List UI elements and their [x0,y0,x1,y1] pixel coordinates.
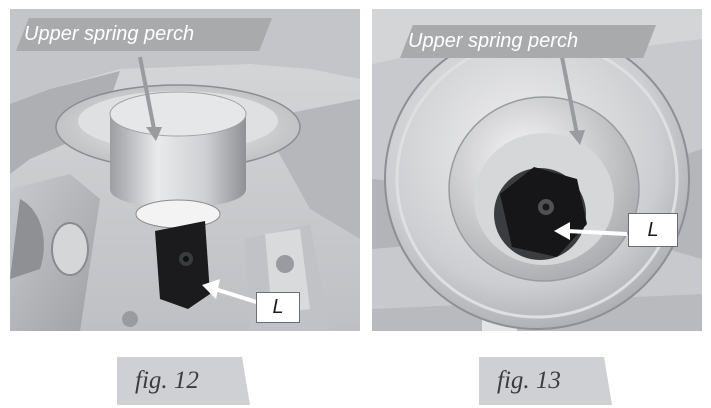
figure-caption-12: fig. 12 [117,357,250,405]
marker-l: L [628,213,678,247]
figure-13-illustration: Upper spring perch L [372,9,702,331]
figure-13-drawing [372,9,702,331]
callout-upper-spring-perch: Upper spring perch [400,25,656,58]
callout-upper-spring-perch: Upper spring perch [16,18,272,51]
figure-12-drawing [10,9,360,331]
figure-caption-13: fig. 13 [479,357,612,405]
figure-12-illustration: Upper spring perch L [10,9,360,331]
marker-l: L [256,292,300,323]
